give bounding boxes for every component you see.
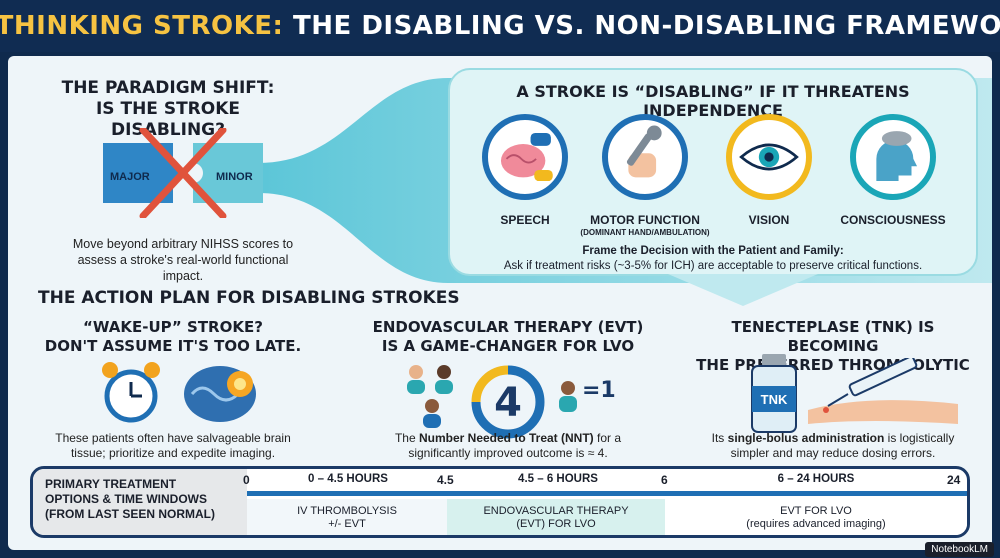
label-consciousness: CONSCIOUSNESS	[840, 213, 946, 227]
notebooklm-watermark: NotebookLM	[925, 542, 994, 557]
label-vision: VISION	[748, 213, 790, 227]
single-patient-icon	[559, 381, 577, 412]
wake-up-title-line2: DON'T ASSUME IT'S TOO LATE.	[44, 337, 302, 355]
wake-up-title: “WAKE-UP” STROKE? DON'T ASSUME IT'S TOO …	[38, 318, 308, 356]
segment-late-line1: EVT FOR LVO	[780, 505, 852, 517]
tick-24: 24	[947, 473, 961, 487]
tick-6: 6	[661, 473, 668, 487]
puzzle-icon: MAJOR MINOR	[103, 126, 263, 220]
tnk-caption-bold: single-bolus administration	[727, 431, 885, 445]
nnt-number: 4	[494, 380, 522, 426]
range-4-5-6: 4.5 – 6 HOURS	[518, 473, 598, 485]
timeline-bar	[247, 491, 967, 496]
evt-title-line1: ENDOVASCULAR THERAPY (EVT)	[372, 318, 644, 336]
range-0-4-5: 0 – 4.5 HOURS	[308, 473, 388, 485]
evt-caption: The Number Needed to Treat (NNT) for a s…	[378, 431, 638, 461]
segment-iv-line1: IV THROMBOLYSIS	[297, 505, 397, 517]
puzzle-minor-label: MINOR	[216, 171, 253, 183]
evt-caption-bold: Number Needed to Treat (NNT)	[418, 431, 594, 445]
timeline-label-line3: (FROM LAST SEEN NORMAL)	[45, 507, 215, 521]
alarm-clock-icon	[102, 362, 160, 423]
segment-late-line2: (requires advanced imaging)	[746, 518, 886, 530]
frame-decision-heading: Frame the Decision with the Patient and …	[582, 245, 844, 257]
segment-evt-line1: ENDOVASCULAR THERAPY	[483, 505, 629, 517]
disabling-title: A STROKE IS “DISABLING” IF IT THREATENS …	[516, 82, 910, 120]
evt-caption-post: for a significantly improved outcome is …	[408, 431, 622, 460]
frame-decision-text: Ask if treatment risks (~3-5% for ICH) a…	[503, 260, 923, 272]
eye-icon	[726, 114, 812, 200]
brain-speech-icon	[482, 114, 568, 200]
label-motor: MOTOR FUNCTION	[590, 213, 700, 227]
tick-4-5: 4.5	[437, 473, 454, 487]
treatment-timeline: PRIMARY TREATMENT OPTIONS & TIME WINDOWS…	[30, 466, 970, 538]
timeline-segment-iv: IV THROMBOLYSIS +/- EVT	[247, 499, 447, 535]
down-arrow-shape	[668, 274, 818, 306]
paradigm-title: THE PARADIGM SHIFT: IS THE STROKE DISABL…	[38, 78, 298, 141]
content-panel: THE PARADIGM SHIFT: IS THE STROKE DISABL…	[8, 56, 992, 550]
tick-0: 0	[243, 473, 250, 487]
tnk-title-line1: TENECTEPLASE (TNK) IS BECOMING	[731, 318, 935, 355]
nnt-equals-one: =1	[582, 378, 616, 403]
evt-caption-pre: The	[394, 431, 419, 445]
action-plan-title: THE ACTION PLAN FOR DISABLING STROKES	[38, 288, 460, 308]
paradigm-title-line1: THE PARADIGM SHIFT:	[61, 78, 275, 98]
timeline-segment-late-evt: EVT FOR LVO (requires advanced imaging)	[665, 499, 967, 535]
label-speech: SPEECH	[500, 213, 550, 227]
title-rest: THE DISABLING VS. NON-DISABLING FRAMEWOR…	[283, 11, 1000, 41]
segment-evt-line2: (EVT) FOR LVO	[516, 518, 596, 530]
header-bar: RETHINKING STROKE: THE DISABLING VS. NON…	[0, 0, 1000, 52]
segment-iv-line2: +/- EVT	[328, 518, 366, 530]
timeline-segment-evt: ENDOVASCULAR THERAPY (EVT) FOR LVO	[447, 499, 665, 535]
syringe-arm-icon	[808, 358, 958, 424]
puzzle-major-label: MAJOR	[110, 171, 150, 183]
nnt-ring: 4	[471, 365, 545, 439]
wake-up-caption: These patients often have salvageable br…	[55, 431, 291, 460]
timeline-label-line2: OPTIONS & TIME WINDOWS	[45, 492, 207, 506]
wake-up-title-line1: “WAKE-UP” STROKE?	[83, 318, 263, 336]
page-title: RETHINKING STROKE: THE DISABLING VS. NON…	[0, 11, 1000, 41]
evt-title-line2: IS A GAME-CHANGER FOR LVO	[381, 337, 635, 355]
hand-wrench-icon	[602, 114, 688, 200]
disabling-panel: A STROKE IS “DISABLING” IF IT THREATENS …	[448, 68, 978, 276]
tnk-vial-label: TNK	[761, 392, 788, 407]
puzzle-graphic: MAJOR MINOR	[98, 126, 268, 220]
label-motor-sub: (DOMINANT HAND/AMBULATION)	[580, 228, 710, 237]
tnk-caption-pre: Its	[711, 431, 728, 445]
range-6-24: 6 – 24 HOURS	[777, 473, 855, 485]
patients-icon	[407, 365, 453, 428]
tnk-vial-icon: TNK	[751, 354, 797, 433]
evt-title: ENDOVASCULAR THERAPY (EVT) IS A GAME-CHA…	[358, 318, 658, 356]
brain-glow-icon	[184, 366, 256, 422]
title-highlight: RETHINKING STROKE:	[0, 11, 284, 41]
tnk-caption-post: is logistically simpler and may reduce d…	[730, 431, 955, 460]
head-cloud-icon	[850, 114, 936, 200]
paradigm-caption: Move beyond arbitrary NIHSS scores to as…	[72, 237, 294, 283]
timeline-label-line1: PRIMARY TREATMENT	[45, 477, 177, 491]
tnk-caption: Its single-bolus administration is logis…	[698, 431, 968, 461]
timeline-label: PRIMARY TREATMENT OPTIONS & TIME WINDOWS…	[33, 469, 247, 535]
paradigm-title-line2: IS THE STROKE DISABLING?	[95, 99, 240, 140]
